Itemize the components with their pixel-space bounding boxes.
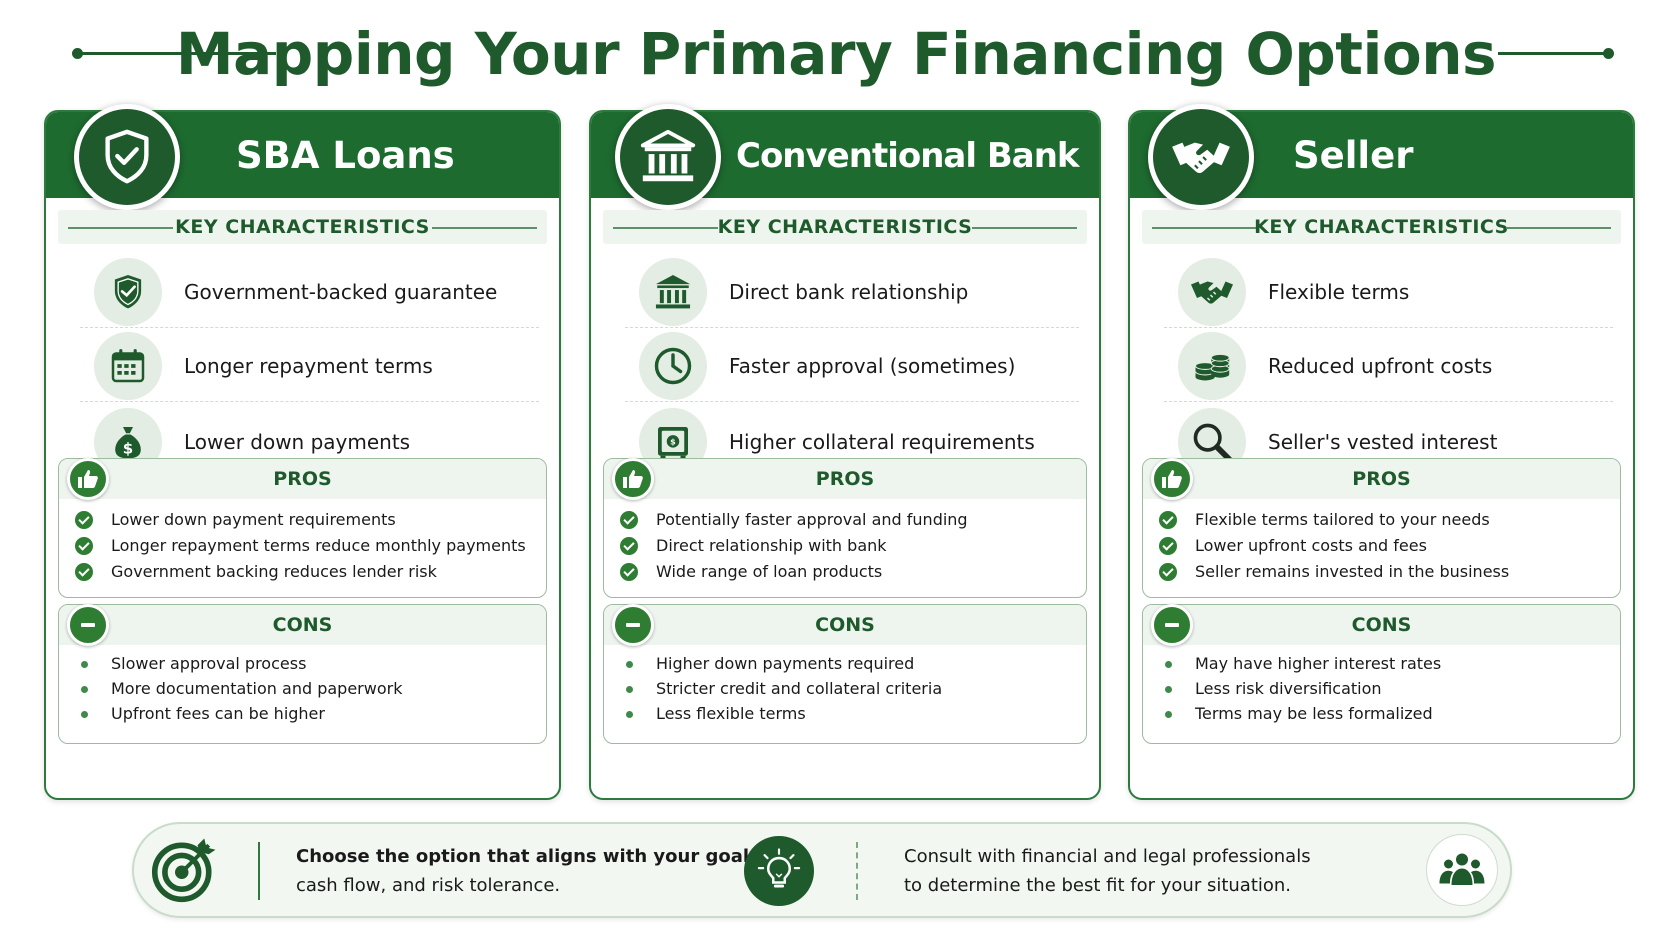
footer-right-text: Consult with financial and legal profess… [904,846,1311,896]
feature-item: Reduced upfront costs [1164,326,1613,402]
pro-item: Lower down payment requirements [75,507,536,533]
con-item: More documentation and paperwork [75,676,536,702]
footer-banner: Choose the option that aligns with your … [132,822,1512,918]
title-rule-right [1498,48,1614,59]
card-seller-financing: Seller Financing KEY CHARACTERISTICS Fle… [1128,104,1635,800]
feature-item: $ Lower down payments [80,402,539,476]
pro-item: Seller remains invested in the business [1159,559,1610,585]
shield-check-icon [74,104,180,210]
lightbulb-icon [744,836,814,906]
shield-check-icon [94,258,162,326]
con-item: Higher down payments required [620,651,1076,677]
con-item: Slower approval process [75,651,536,677]
pro-item: Wide range of loan products [620,559,1076,585]
pros-box: PROS Flexible terms tailored to your nee… [1142,458,1621,598]
title-rule-left [72,48,276,59]
feature-item: Government-backed guarantee [80,252,539,328]
pro-item: Flexible terms tailored to your needs [1159,507,1610,533]
thumbs-up-icon [1151,458,1193,500]
feature-item: Faster approval (sometimes) [625,326,1079,402]
key-characteristics-header: KEY CHARACTERISTICS [603,210,1087,244]
cons-box: CONS Higher down payments required Stric… [603,604,1087,744]
bank-icon [615,104,721,210]
feature-item: Flexible terms [1164,252,1613,328]
pro-item: Potentially faster approval and funding [620,507,1076,533]
thumbs-up-icon [67,458,109,500]
con-item: Upfront fees can be higher [75,701,536,727]
card-header: Conventional Bank Loans [591,104,1099,236]
card-title: SBA Loans [236,134,455,177]
title-row: Mapping Your Primary Financing Options [0,14,1672,94]
feature-item: Direct bank relationship [625,252,1079,328]
con-item: May have higher interest rates [1159,651,1610,677]
card-conventional-bank-loans: Conventional Bank Loans KEY CHARACTERIST… [589,104,1101,800]
people-icon [1426,834,1498,906]
target-icon [148,834,220,906]
card-header: Seller Financing [1130,104,1633,237]
svg-text:$: $ [123,439,133,457]
minus-icon [67,604,109,646]
handshake-icon [1178,258,1246,326]
thumbs-up-icon [612,458,654,500]
feature-item: Longer repayment terms [80,326,539,402]
pro-item: Direct relationship with bank [620,533,1076,559]
con-item: Less flexible terms [620,701,1076,727]
pro-item: Lower upfront costs and fees [1159,533,1610,559]
con-item: Less risk diversification [1159,676,1610,702]
card-header: SBA Loans [46,104,559,210]
card-title: Conventional Bank Loans [736,136,1080,236]
bank-icon [639,258,707,326]
calendar-icon [94,332,162,400]
footer-left-text: Choose the option that aligns with your … [296,846,767,896]
clock-icon [639,332,707,400]
minus-icon [1151,604,1193,646]
key-characteristics-header: KEY CHARACTERISTICS [58,210,547,244]
con-item: Stricter credit and collateral criteria [620,676,1076,702]
con-item: Terms may be less formalized [1159,701,1610,727]
pro-item: Government backing reduces lender risk [75,559,536,585]
handshake-icon [1148,104,1254,210]
coins-icon [1178,332,1246,400]
pros-box: PROS Lower down payment requirements Lon… [58,458,547,598]
minus-icon [612,604,654,646]
page-title: Mapping Your Primary Financing Options [175,20,1497,88]
cons-box: CONS Slower approval process More docume… [58,604,547,744]
pros-box: PROS Potentially faster approval and fun… [603,458,1087,598]
cons-box: CONS May have higher interest rates Less… [1142,604,1621,744]
key-characteristics-header: KEY CHARACTERISTICS [1142,210,1621,244]
svg-text:$: $ [670,437,676,447]
footer-divider [258,842,260,900]
footer-divider [856,842,858,900]
card-title: Seller Financing [1293,134,1496,237]
card-sba-loans: SBA Loans KEY CHARACTERISTICS Government… [44,104,561,800]
pro-item: Longer repayment terms reduce monthly pa… [75,533,536,559]
